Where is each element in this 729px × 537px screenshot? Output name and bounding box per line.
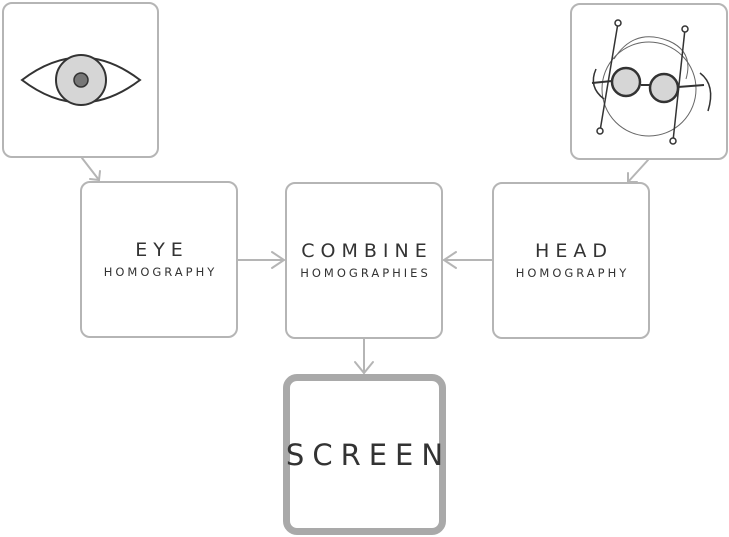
eye-node-title: EYE bbox=[135, 238, 189, 261]
head-glasses-icon bbox=[591, 18, 712, 145]
arrow-head-icon-to-head bbox=[627, 159, 649, 183]
screen-node-title: SCREEN bbox=[285, 437, 452, 472]
head-node-subtitle: HOMOGRAPHY bbox=[515, 265, 630, 280]
head-icon-box bbox=[570, 3, 728, 160]
arrow-eye-icon-to-eye bbox=[81, 157, 100, 181]
screen-node: SCREEN bbox=[283, 374, 446, 535]
combine-node-subtitle: HOMOGRAPHIES bbox=[300, 265, 431, 280]
eye-icon-box bbox=[2, 2, 159, 158]
eye-node-subtitle: HOMOGRAPHY bbox=[103, 264, 218, 279]
eye-homography-node: EYE HOMOGRAPHY bbox=[80, 181, 238, 338]
head-node-title: HEAD bbox=[535, 239, 613, 262]
eye-icon bbox=[19, 54, 142, 106]
head-homography-node: HEAD HOMOGRAPHY bbox=[492, 182, 650, 339]
combine-homographies-node: COMBINE HOMOGRAPHIES bbox=[285, 182, 443, 339]
combine-node-title: COMBINE bbox=[301, 239, 433, 262]
